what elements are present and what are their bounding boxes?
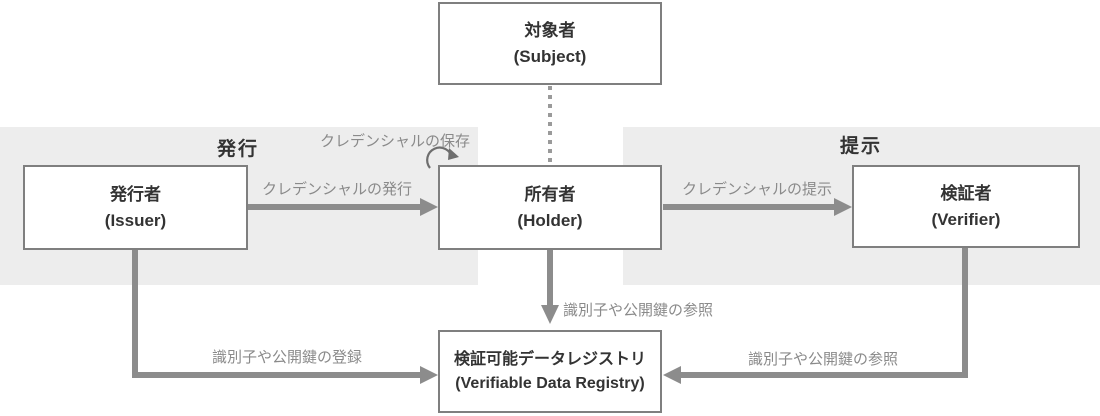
issuance-section-label: 発行 [216, 139, 259, 160]
presentation-section-label: 提示 [839, 136, 882, 157]
store-credential-label: クレデンシャルの保存 [319, 133, 470, 150]
issue-credential-label: クレデンシャルの発行 [261, 181, 412, 198]
issuer-node: 発行者 (Issuer) [23, 165, 248, 250]
verifier-registry-label: 識別子や公開鍵の参照 [747, 351, 898, 368]
holder-registry-arrow-head [541, 305, 559, 324]
registry-node: 検証可能データレジストリ (Verifiable Data Registry) [438, 330, 662, 413]
issuer-node-en: (Issuer) [104, 210, 167, 230]
issuer-node-jp: 発行者 [110, 185, 161, 204]
holder-node-en: (Holder) [517, 210, 583, 230]
issuer-registry-label: 識別子や公開鍵の登録 [211, 349, 362, 366]
issue-arrow-shaft [248, 204, 421, 210]
present-credential-label: クレデンシャルの提示 [681, 181, 832, 198]
issuer-registry-arrow-vertical [132, 250, 138, 378]
holder-node: 所有者 (Holder) [438, 165, 662, 250]
verifier-node-en: (Verifier) [931, 209, 1001, 229]
issue-arrow-head [420, 198, 438, 216]
subject-holder-dotted-connector [548, 86, 552, 164]
present-arrow-head [834, 198, 852, 216]
subject-node-jp: 対象者 [524, 21, 576, 40]
verifier-registry-arrow-vertical [962, 248, 968, 378]
verifier-node-jp: 検証者 [940, 184, 992, 203]
verifier-registry-arrow-head [663, 366, 681, 384]
verifier-registry-arrow-horizontal [680, 372, 968, 378]
registry-node-en: (Verifiable Data Registry) [455, 374, 645, 392]
verifier-node: 検証者 (Verifier) [852, 165, 1080, 248]
registry-node-jp: 検証可能データレジストリ [453, 350, 646, 368]
store-credential-loop-arrow [426, 146, 459, 169]
subject-node-en: (Subject) [513, 46, 587, 66]
present-arrow-shaft [663, 204, 835, 210]
issuer-registry-arrow-head [420, 366, 438, 384]
holder-registry-arrow-shaft [547, 250, 553, 306]
issuer-registry-arrow-horizontal [132, 372, 421, 378]
holder-registry-label: 識別子や公開鍵の参照 [563, 302, 714, 319]
holder-node-jp: 所有者 [524, 185, 576, 204]
subject-node: 対象者 (Subject) [438, 2, 662, 85]
